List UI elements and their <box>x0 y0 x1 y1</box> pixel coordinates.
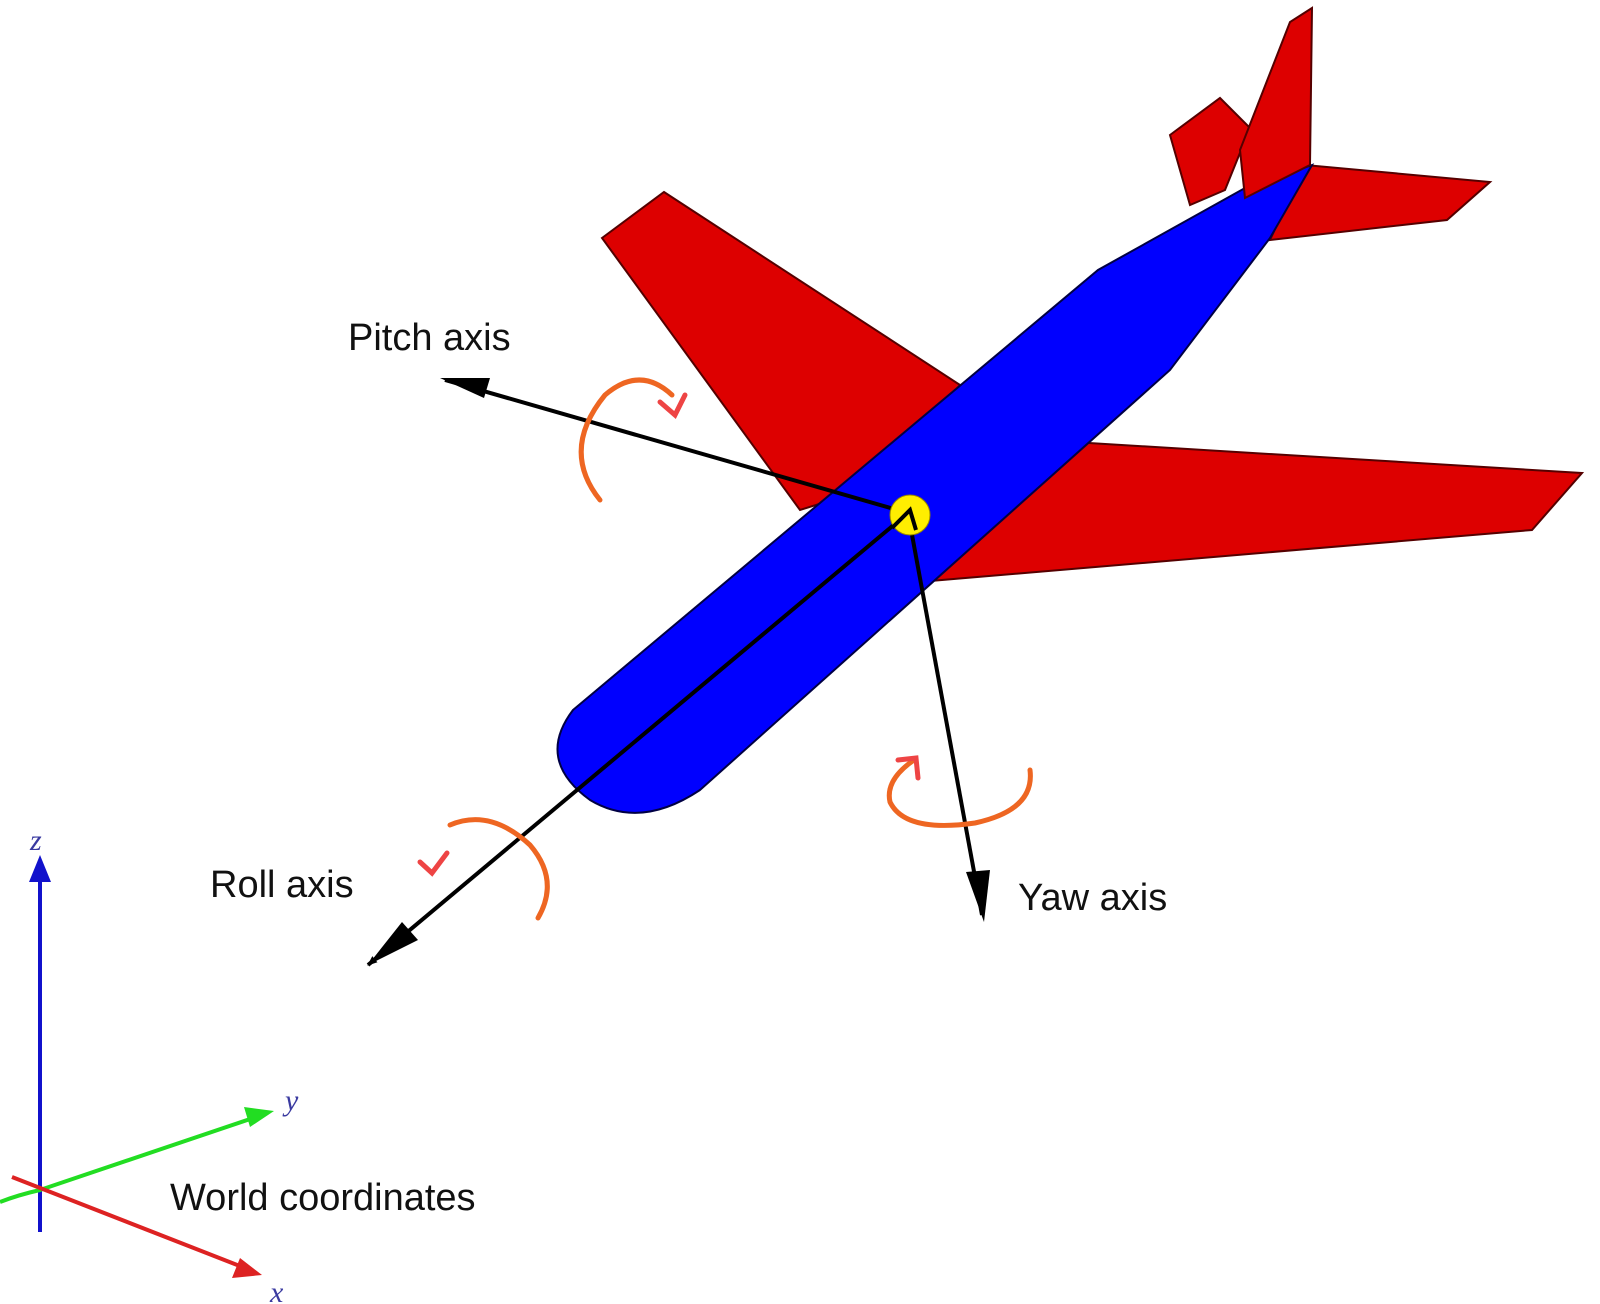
vertical-tail-fin <box>1238 6 1314 200</box>
pitch-rotation-arrow <box>578 377 675 503</box>
roll-rotation-arrowhead <box>417 850 450 877</box>
yaw-rotation-arrow <box>886 757 1033 828</box>
world-z-arrowhead <box>29 855 51 882</box>
pitch-axis-label: Pitch axis <box>348 317 511 359</box>
roll-axis-label: Roll axis <box>210 864 354 906</box>
world-x-axis <box>11 1175 251 1272</box>
pitch-axis-line <box>444 378 909 515</box>
roll-rotation-arrow <box>447 817 550 921</box>
yaw-rotation-arrowhead <box>895 755 921 781</box>
world-x-arrowhead <box>232 1258 262 1278</box>
world-y-arrowhead <box>244 1107 274 1127</box>
world-coordinates-label: World coordinates <box>170 1177 476 1219</box>
cg-axis-origin <box>890 506 918 531</box>
yaw-axis-label: Yaw axis <box>1018 877 1167 919</box>
yaw-axis-arrowhead <box>966 870 990 922</box>
world-x-label: x <box>269 1276 284 1304</box>
left-horizontal-stabilizer <box>1168 96 1252 207</box>
world-y-label: y <box>282 1084 299 1117</box>
roll-axis-line <box>366 511 910 967</box>
pitch-rotation-arrowhead <box>657 392 688 419</box>
yaw-axis-line <box>906 512 984 916</box>
roll-axis-arrowhead <box>368 922 418 965</box>
pitch-axis-arrowhead <box>440 378 490 398</box>
world-z-label: z <box>29 824 42 857</box>
